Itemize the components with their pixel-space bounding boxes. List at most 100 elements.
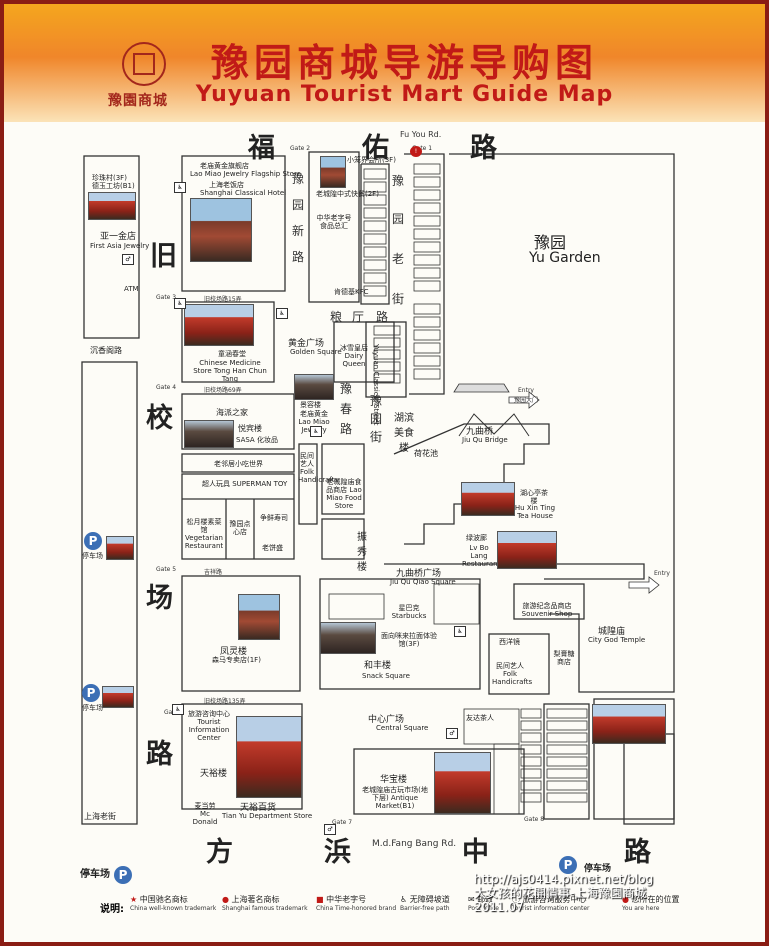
legend-post: ✉ 邮政 Post office [468, 894, 499, 912]
road-chenxiang: 沉香阁路 [90, 346, 122, 355]
first-asia-cn: 亚一金店 [100, 232, 137, 242]
huxin-food: 湖滨美食楼 [394, 413, 414, 454]
meiling-sub: 森马专卖店(1F) [212, 656, 261, 664]
xiyangjing: 西洋镜 [499, 638, 520, 646]
parking-icon-west2: P [82, 684, 100, 702]
city-god-cn: 城隍庙 [598, 627, 626, 637]
pear-candy-shop: 梨膏糖商店 [553, 650, 575, 667]
legend-item-cn: 中国驰名商标 [139, 895, 188, 904]
snack-world: 老邻居小吃世界 [214, 460, 263, 468]
tianyu-tower: 天裕楼 [200, 769, 228, 779]
block-shops-east [543, 703, 590, 820]
road-fangbang-char3: 中 [462, 837, 489, 868]
legend-shanghai-trademark: ● 上海著名商标 Shanghai famous trademark [222, 894, 308, 912]
huxinting-en: Hu Xin Ting Tea House [514, 504, 556, 521]
road-yuyuan-old-c1: 豫 [392, 174, 405, 188]
dairy-queen: 冰雪皇后 Dairy Queen [340, 344, 368, 369]
road-shanghai-oldstreet: 上海老街 [84, 812, 116, 821]
yuyuan-logo-icon [122, 42, 166, 86]
road-yuyuan-new-c3: 新 [292, 224, 305, 238]
block-medicine [181, 301, 275, 383]
lotus-pond: 荷花池 [414, 449, 438, 458]
legend-item-en: Barrier-free path [400, 905, 450, 912]
map-header: 豫園商城 豫园商城导游导购图 Yuyuan Tourist Mart Guide… [4, 4, 765, 122]
jiuqu-square-en: Jiu Qu Qiao Square [390, 578, 456, 586]
first-asia-photo [88, 192, 136, 220]
road-liangting-c1: 粮 [330, 310, 343, 324]
souvenir-shop: 旅游纪念品商店 Souvenir Shop [521, 602, 573, 619]
legend-item-en: China Time-honored brand [316, 905, 397, 912]
folk-handicrafts-east: 民间艺人 Folk Handicrafts [492, 662, 533, 687]
road-yuchun-c2: 春 [340, 402, 353, 416]
gate-5: Gate 5 [156, 566, 177, 573]
gate-1: Gate 1 [412, 145, 433, 152]
huxinting-photo [461, 482, 515, 516]
star-icon: ★ [130, 895, 138, 904]
legend-item-en: Shanghai famous trademark [222, 905, 308, 912]
logo-text: 豫園商城 [108, 93, 168, 109]
huabao-cn: 华宝楼 [380, 775, 408, 785]
entry-arrow-east [628, 576, 660, 594]
legend-tourist-info: ⓘ 旅游咨询服务中心 Tourist information center [512, 894, 589, 912]
road-yuyuan-new-c4: 路 [292, 250, 305, 264]
zhenxiu-tower: 振秀楼 [357, 532, 367, 573]
road-fuyou-char2: 佑 [362, 133, 389, 164]
road-fuyou-char3: 路 [470, 133, 497, 164]
shanghai-hotel-cn: 上海老饭店 [209, 181, 244, 189]
legend-china-brand: ■ 中华老字号 China Time-honored brand [316, 894, 396, 912]
haipai-home: 海派之家 [216, 408, 248, 417]
zhengxian-sushi: 争鲜寿司 [260, 514, 288, 522]
lvbolang-cn: 绿波廊 [466, 534, 487, 542]
central-square-cn: 中心广场 [368, 715, 405, 725]
parking-icon-west: P [84, 532, 102, 550]
jiuqu-bridge-en: Jiu Qu Bridge [462, 436, 508, 444]
laomiao-food-store: 老城隍庙食品商店 Lao Miao Food Store [326, 478, 362, 511]
road-yuyuan-old-c2: 园 [392, 212, 405, 226]
first-asia-en: First Asia Jewelry [90, 242, 150, 250]
road-yuyuan-st-c1: 豫 [370, 394, 383, 408]
block-old-street-shops [404, 153, 445, 395]
parking-west2-photo [102, 686, 134, 708]
huabao-photo [434, 752, 491, 814]
legend-item-cn: 旅游咨询服务中心 [522, 895, 587, 904]
yuyuan-dimsum: 豫园点心店 [229, 520, 251, 537]
mail-icon: ✉ [468, 895, 475, 904]
xiaolongbao: 小笼界会所(3F) [347, 156, 396, 164]
map-title-en: Yuyuan Tourist Mart Guide Map [195, 82, 614, 107]
legend-you-are-here: ● 您所在的位置 You are here [622, 894, 680, 912]
starbucks: 星巴克 Starbucks [391, 604, 427, 621]
yu-garden-outline [449, 153, 675, 693]
shanghai-hotel-en: Shanghai Classical Hotel [200, 189, 287, 197]
lao-miao-flagship-en: Lao Miao Jewelry Flagship Store [190, 170, 301, 178]
road-yuyuan-new-c2: 园 [292, 198, 305, 212]
songyue-vegetarian: 松月楼素菜馆 Vegetarian Restaurant [184, 518, 224, 551]
legend-item-cn: 无障碍坡道 [409, 895, 450, 904]
block-songyue [181, 473, 295, 560]
snack-square-cn: 和丰楼 [364, 661, 392, 671]
tianyu-store-en: Tian Yu Department Store [222, 812, 313, 820]
road-fangbang-char4: 路 [624, 837, 651, 868]
entry-arrow-north [508, 391, 540, 409]
road-jixiang: 吉祥路 [204, 569, 223, 576]
road-yuyuan-old-c4: 街 [392, 292, 405, 306]
road-fuyou-en: Fu You Rd. [400, 130, 442, 139]
road-fuyou-char1: 福 [248, 133, 275, 164]
accessibility-icon: ♿ [310, 426, 322, 437]
yu-garden-en: Yu Garden [529, 250, 601, 266]
parking-icon-south: P [114, 866, 132, 884]
jingrong-label: 景容楼 [300, 401, 321, 409]
block-hotel [181, 155, 286, 292]
block-east-strip [623, 733, 675, 825]
legend-item-en: You are here [622, 905, 660, 912]
parking-west2-label: 停车场 [82, 704, 103, 712]
huxinting-cn: 湖心亭茶楼 [520, 489, 548, 506]
watermark-date: 2011.07 [474, 900, 524, 914]
parking-west-photo [106, 536, 134, 560]
parking-icon-southeast: P [559, 856, 577, 874]
gate-3: Gate 3 [156, 294, 177, 301]
folk-artist-west: 民间艺人 Folk Handicrafts [298, 452, 339, 485]
legend-barrier-free: ♿ 无障碍坡道 Barrier-free path [400, 894, 450, 912]
kfc-label: 肯德基KFC [334, 288, 369, 296]
entry-label-east: Entry [654, 570, 670, 577]
block-folk-artist [298, 443, 318, 525]
